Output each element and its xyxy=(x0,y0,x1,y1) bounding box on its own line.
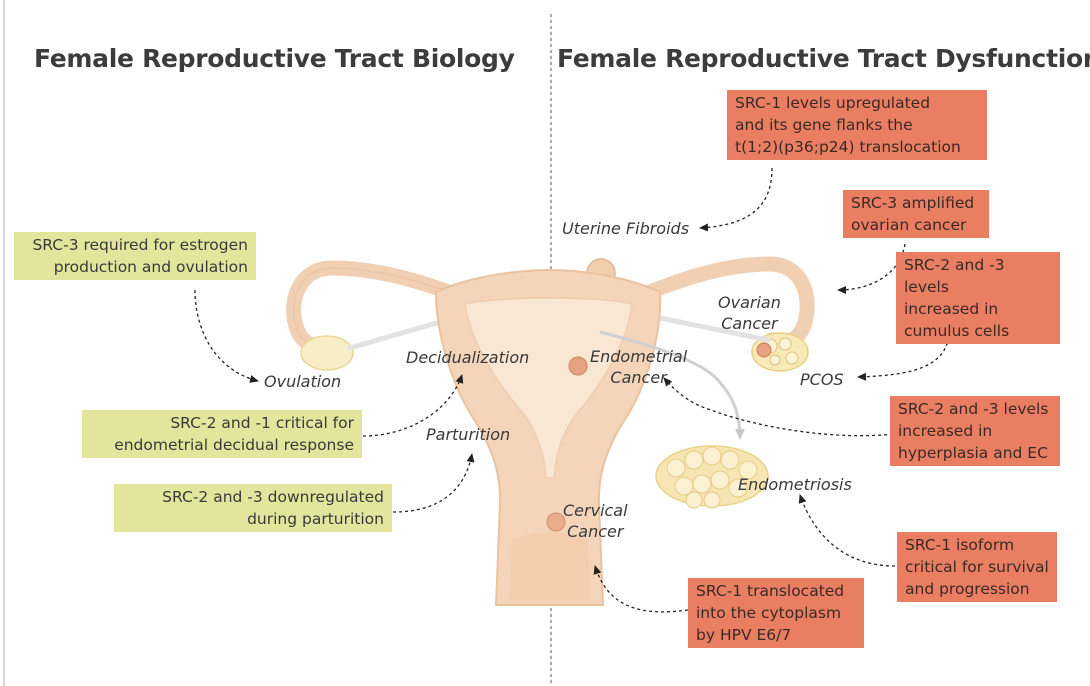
note-src3-ovarian: SRC-3 amplified ovarian cancer xyxy=(843,190,989,238)
label-pcos: PCOS xyxy=(800,369,844,390)
label-endometrial-cancer: Endometrial Cancer xyxy=(590,346,687,388)
label-endometriosis: Endometriosis xyxy=(738,474,852,495)
label-ovarian-cancer: Ovarian Cancer xyxy=(718,292,781,334)
label-ovulation: Ovulation xyxy=(264,371,341,392)
arrow-to-ovulation xyxy=(195,290,258,381)
left-ovary xyxy=(301,336,353,370)
label-decidualization: Decidualization xyxy=(406,347,529,368)
title-dysfunction: Female Reproductive Tract Dysfunction xyxy=(557,44,1090,73)
arrow-to-uterine-fibroids xyxy=(700,168,772,228)
label-cervical-cancer: Cervical Cancer xyxy=(563,500,628,542)
note-src1-hpv: SRC-1 translocated into the cytoplasm by… xyxy=(688,578,864,648)
arrow-to-parturition xyxy=(393,454,472,512)
arrow-to-endometrial-cancer xyxy=(664,378,893,436)
title-biology: Female Reproductive Tract Biology xyxy=(34,44,515,73)
note-src1-fibroids: SRC-1 levels upregulated and its gene fl… xyxy=(727,90,987,160)
arrow-to-endometriosis xyxy=(800,495,895,566)
label-uterine-fibroids: Uterine Fibroids xyxy=(562,218,689,239)
cervix xyxy=(510,533,590,601)
note-src2-src1-decidual: SRC-2 and -1 critical for endometrial de… xyxy=(82,410,362,458)
label-parturition: Parturition xyxy=(426,424,510,445)
note-src1-isoform: SRC-1 isoform critical for survival and … xyxy=(897,532,1057,602)
arrow-to-cervical-cancer xyxy=(595,566,688,612)
note-src2-src3-cumulus: SRC-2 and -3 levels increased in cumulus… xyxy=(896,252,1060,344)
endometrial-lesion xyxy=(569,357,587,375)
note-src3-estrogen: SRC-3 required for estrogen production a… xyxy=(14,232,256,280)
ovarian-tumor xyxy=(757,343,771,357)
arrow-to-ovarian-cancer xyxy=(838,244,905,290)
left-ovarian-ligament xyxy=(350,322,440,348)
note-src2-src3-parturition: SRC-2 and -3 downregulated during partur… xyxy=(114,484,392,532)
left-fallopian-tube xyxy=(294,268,448,346)
note-src2-src3-hyperplasia: SRC-2 and -3 levels increased in hyperpl… xyxy=(890,396,1060,466)
